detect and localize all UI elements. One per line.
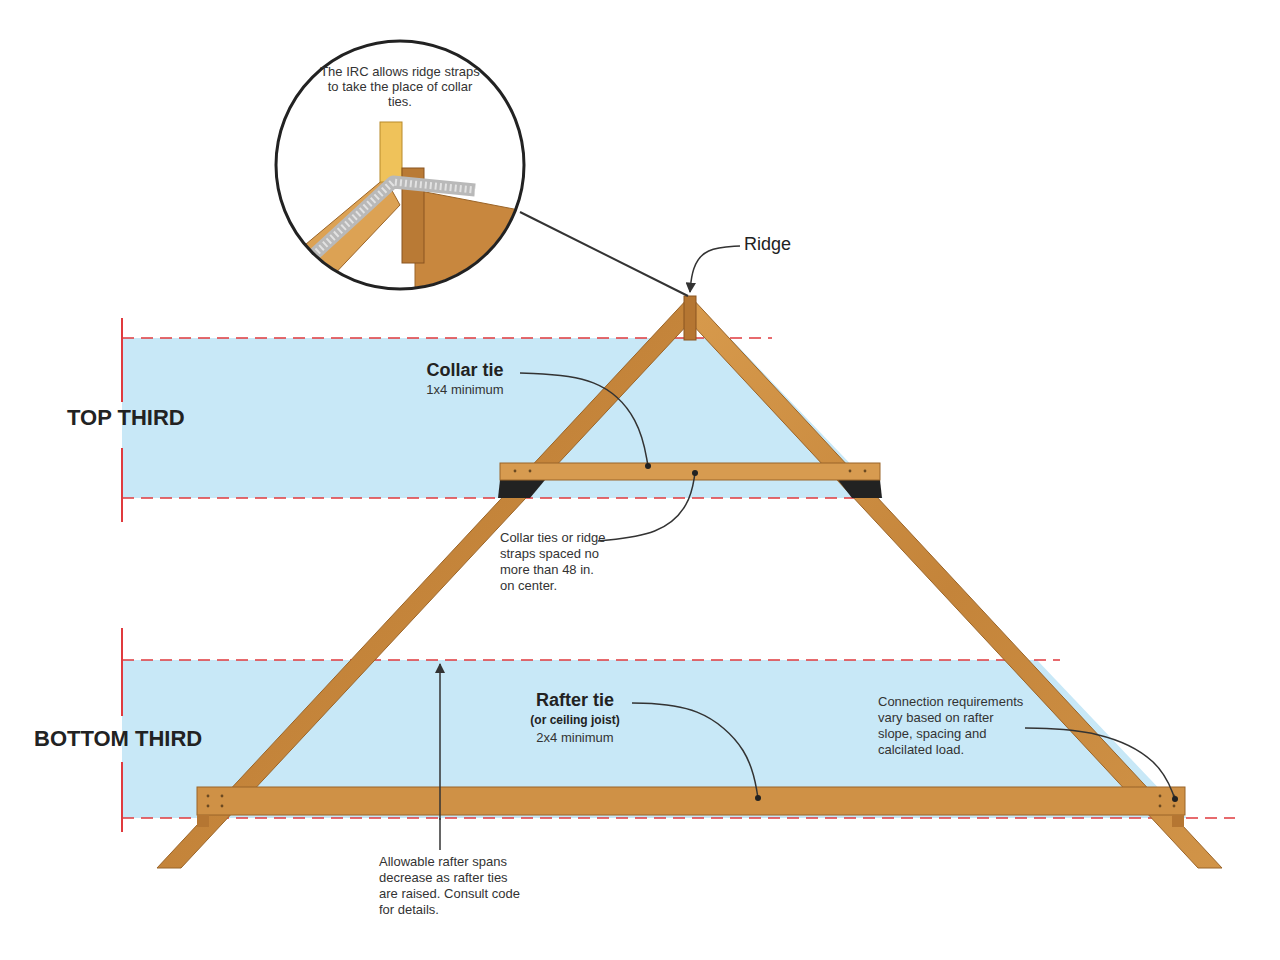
note: Connection requirements vary based on ra…	[878, 694, 1028, 758]
band-label: BOTTOM THIRD	[34, 726, 202, 752]
third-band: BOTTOM THIRD	[0, 660, 1240, 818]
dimension: 2x4 minimum	[515, 730, 635, 746]
part-name: Collar tie	[405, 360, 525, 381]
raise-arrow	[439, 664, 441, 850]
leader-dot	[755, 795, 761, 801]
detail-circle: The IRC allows ridge straps to take the …	[275, 40, 525, 290]
ridge-leader	[690, 246, 740, 292]
leader-dot	[1172, 796, 1178, 802]
band-fill	[122, 338, 883, 498]
inset-border	[276, 41, 524, 289]
part-name: Rafter tie	[515, 690, 635, 711]
inset-note: The IRC allows ridge straps to take the …	[320, 64, 480, 109]
raise-arrow-stub	[439, 818, 441, 820]
third-band: TOP THIRD	[0, 338, 1240, 498]
note: Allowable rafter spans decrease as rafte…	[379, 854, 529, 918]
leader-dot	[692, 470, 698, 476]
band-fill	[0, 338, 1240, 498]
part-name: Ridge	[744, 234, 824, 255]
band-label: TOP THIRD	[67, 405, 185, 431]
inset-leader	[520, 212, 688, 296]
inset-ground	[276, 41, 524, 289]
ridge-strap-detail	[275, 122, 545, 300]
note: Collar ties or ridge straps spaced no mo…	[500, 530, 612, 594]
leader-dot	[645, 463, 651, 469]
band-fill	[122, 660, 1187, 818]
dimension: 1x4 minimum	[405, 382, 525, 398]
rafter-tie	[197, 787, 1185, 827]
part-name: (or ceiling joist)	[500, 713, 650, 728]
